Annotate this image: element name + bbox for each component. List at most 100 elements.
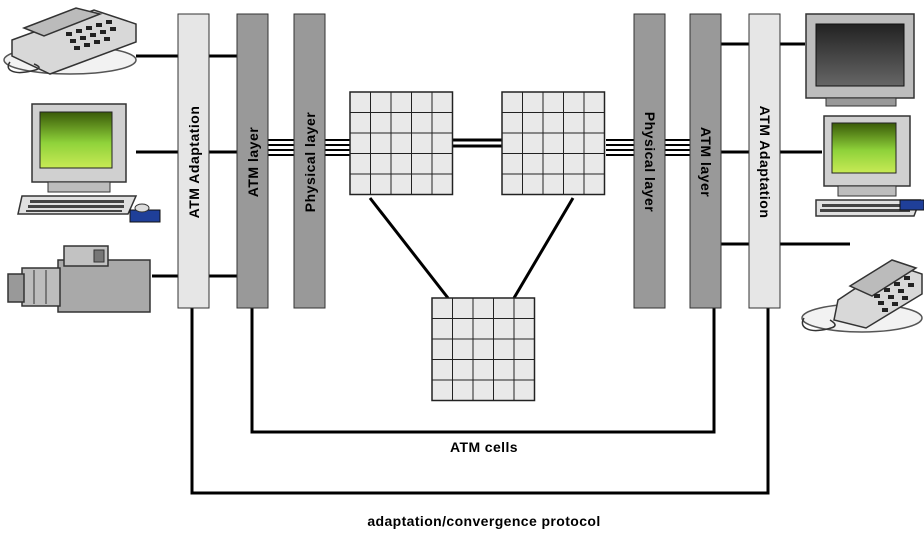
right-atm-adaptation-bar xyxy=(748,13,781,309)
grid-cell xyxy=(493,318,515,340)
grid-cell xyxy=(472,379,494,401)
grid-cell xyxy=(522,153,544,175)
grid-border xyxy=(501,91,606,196)
right-atm-layer-label: ATM layer xyxy=(698,127,714,197)
grid-cell xyxy=(522,173,544,195)
left-physical-layer-bar xyxy=(293,13,326,309)
right-physical-layer-bar xyxy=(633,13,666,309)
grid-cell xyxy=(542,173,564,195)
grid-cell xyxy=(349,173,371,195)
grid-cell xyxy=(501,173,523,195)
adaptation-protocol-path xyxy=(190,308,770,495)
grid-cell xyxy=(431,132,453,154)
grid-cell xyxy=(431,318,453,340)
grid-cell xyxy=(542,132,564,154)
grid-cell xyxy=(349,153,371,175)
grid-cell xyxy=(563,112,585,134)
grid-cell xyxy=(349,91,371,113)
grid-border xyxy=(431,297,536,402)
grid-cell xyxy=(452,379,474,401)
grid-cell xyxy=(390,112,412,134)
grid-cell xyxy=(452,297,474,319)
grid-cell xyxy=(431,91,453,113)
grid-cell xyxy=(583,173,605,195)
switch-grid-bottom xyxy=(431,297,536,402)
grid-cell xyxy=(542,91,564,113)
grid-cell xyxy=(431,359,453,381)
grid-cell xyxy=(390,173,412,195)
grid-cell xyxy=(583,112,605,134)
left-atm-adaptation-label: ATM Adaptation xyxy=(186,106,202,219)
grid-cell xyxy=(513,338,535,360)
grid-cell xyxy=(370,112,392,134)
grid-cell xyxy=(431,112,453,134)
grid-cell xyxy=(349,112,371,134)
link-left-grid-to-bottom xyxy=(368,197,450,299)
grid-cell xyxy=(522,91,544,113)
grid-cell xyxy=(411,153,433,175)
grid-cell xyxy=(390,153,412,175)
grid-cell xyxy=(431,297,453,319)
grid-link xyxy=(452,138,502,148)
grid-cell xyxy=(411,112,433,134)
monitor-icon xyxy=(805,13,915,107)
left-atm-layer-bar xyxy=(236,13,269,309)
atm-cells-label: ATM cells xyxy=(450,439,518,455)
grid-cell xyxy=(370,153,392,175)
grid-cell xyxy=(563,91,585,113)
grid-cell xyxy=(501,91,523,113)
adaptation-protocol-label: adaptation/convergence protocol xyxy=(367,513,600,529)
grid-cell xyxy=(349,132,371,154)
right-protocol-stack: Physical layer ATM layer ATM Adaptation xyxy=(633,13,781,309)
switch-grid-left xyxy=(349,91,454,196)
left-protocol-stack: ATM Adaptation ATM layer Physical layer xyxy=(177,13,326,309)
computer-icon xyxy=(815,115,924,217)
grid-cell xyxy=(563,153,585,175)
grid-border xyxy=(349,91,454,196)
link-right-grid-to-bottom xyxy=(512,197,575,299)
grid-cell xyxy=(493,338,515,360)
telephone-icon xyxy=(3,7,137,75)
grid-cell xyxy=(370,132,392,154)
grid-cell xyxy=(501,132,523,154)
grid-cell xyxy=(493,379,515,401)
grid-cell xyxy=(431,173,453,195)
left-atm-adaptation-bar xyxy=(177,13,210,309)
switch-grid-right xyxy=(501,91,606,196)
grid-cell xyxy=(411,173,433,195)
right-atm-adaptation-label: ATM Adaptation xyxy=(757,106,773,219)
grid-cell xyxy=(390,132,412,154)
grid-cell xyxy=(452,359,474,381)
right-physical-layer-label: Physical layer xyxy=(642,112,658,212)
grid-cell xyxy=(493,359,515,381)
computer-icon xyxy=(17,103,161,223)
grid-cell xyxy=(542,153,564,175)
video-camera-icon xyxy=(7,245,151,313)
right-atm-layer-bar xyxy=(689,13,722,309)
grid-cell xyxy=(493,297,515,319)
grid-cell xyxy=(583,153,605,175)
grid-cell xyxy=(452,318,474,340)
grid-cell xyxy=(513,359,535,381)
left-atm-layer-label: ATM layer xyxy=(245,127,261,197)
grid-cell xyxy=(563,173,585,195)
grid-cell xyxy=(472,318,494,340)
grid-cell xyxy=(472,359,494,381)
grid-cell xyxy=(501,153,523,175)
grid-cell xyxy=(501,112,523,134)
grid-cell xyxy=(411,132,433,154)
grid-cell xyxy=(513,379,535,401)
grid-cell xyxy=(472,338,494,360)
grid-cell xyxy=(522,112,544,134)
grid-cell xyxy=(583,91,605,113)
grid-cell xyxy=(431,379,453,401)
grid-cell xyxy=(431,153,453,175)
left-physical-layer-label: Physical layer xyxy=(302,112,318,212)
grid-cell xyxy=(472,297,494,319)
grid-cell xyxy=(370,91,392,113)
grid-cell xyxy=(583,132,605,154)
atm-cells-path xyxy=(250,308,716,434)
grid-cell xyxy=(513,318,535,340)
grid-cell xyxy=(411,91,433,113)
